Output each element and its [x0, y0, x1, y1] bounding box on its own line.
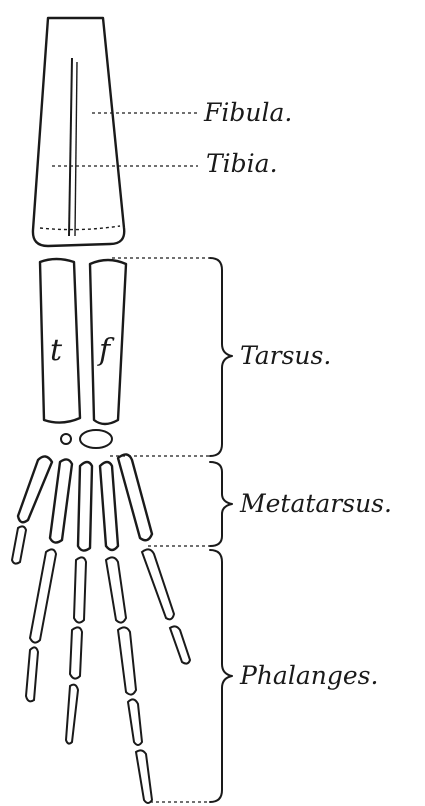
crus-bone: [33, 18, 124, 246]
phalanx-bones: [12, 526, 190, 803]
phalanges-brace: [210, 550, 232, 802]
fibula-label: Fibula.: [203, 98, 292, 127]
tibiale-letter: t: [50, 333, 63, 368]
metatarsus-label: Metatarsus.: [239, 489, 392, 518]
metatarsal-bones: [18, 454, 152, 550]
tibia-label: Tibia.: [206, 149, 278, 178]
distal-tarsal-large: [80, 430, 112, 448]
tarsus-brace: [210, 258, 232, 456]
phalanges-label: Phalanges.: [239, 661, 378, 690]
tarsus-label: Tarsus.: [240, 341, 331, 370]
metatarsus-brace: [210, 462, 232, 546]
distal-tarsal-small: [61, 434, 71, 444]
